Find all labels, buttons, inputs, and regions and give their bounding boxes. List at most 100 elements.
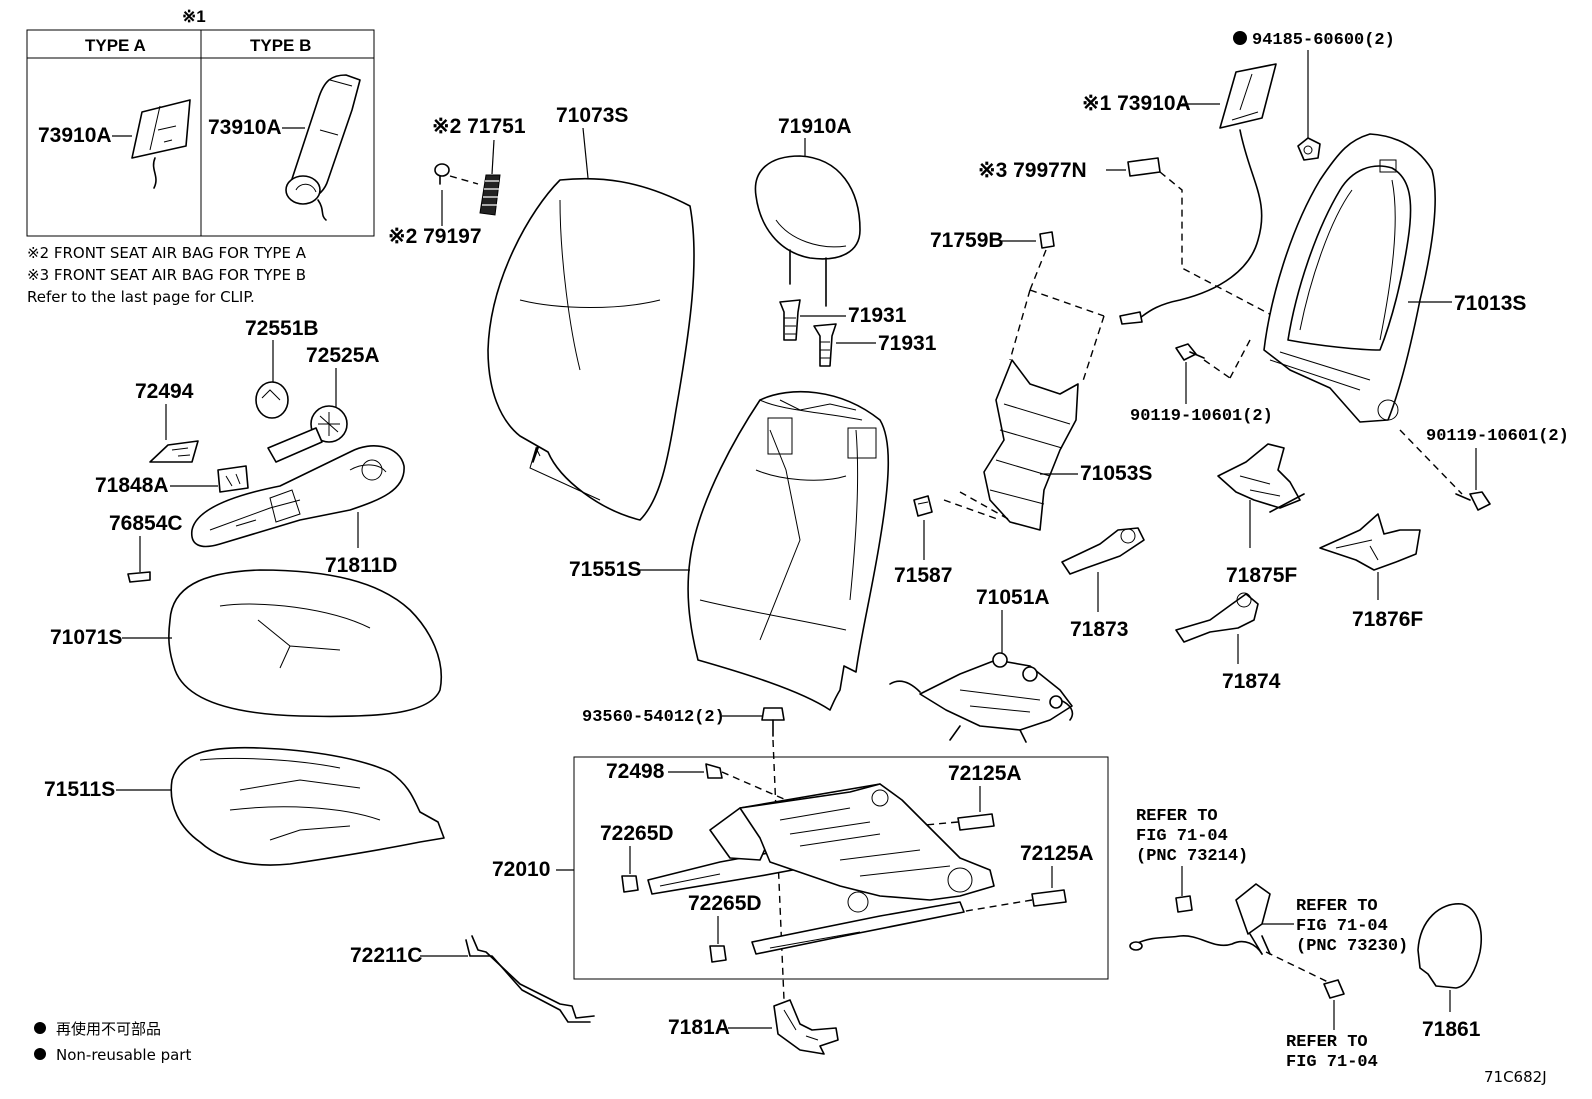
label-71861: 71861	[1422, 1018, 1481, 1041]
part-72211C-wire	[465, 935, 595, 1023]
part-72494-cover	[149, 440, 199, 463]
label-72265D-2: 72265D	[688, 892, 762, 915]
label-71053S: 71053S	[1080, 462, 1152, 485]
label-71587: 71587	[894, 564, 952, 587]
ref2-line1: REFER TO	[1296, 897, 1378, 916]
type-a-header: TYPE A	[85, 36, 146, 55]
track-group-box	[573, 756, 1109, 980]
airbag-type-b-drawing	[285, 74, 361, 221]
part-76854C-clip	[127, 571, 151, 583]
ref1-line3: (PNC 73214)	[1136, 847, 1248, 866]
type-b-part-label: 73910A	[208, 116, 282, 139]
label-76854C: 76854C	[109, 512, 183, 535]
label-71873: 71873	[1070, 618, 1128, 641]
airbag-type-a-drawing	[131, 99, 191, 189]
label-93560: 93560-54012(2)	[582, 708, 725, 727]
label-71875F: 71875F	[1226, 564, 1297, 587]
label-72265D-1: 72265D	[600, 822, 674, 845]
label-71073S: 71073S	[556, 104, 628, 127]
label-72494: 72494	[135, 380, 194, 403]
footer-bullet-jp	[34, 1022, 46, 1034]
label-71811D: 71811D	[325, 554, 397, 577]
part-72525A-knob	[267, 405, 348, 463]
part-72125A-cover-2	[1031, 889, 1067, 907]
part-71551S-seatback-cover	[687, 391, 890, 711]
part-71861-cover	[1417, 903, 1482, 989]
part-71910A-headrest	[754, 155, 861, 307]
part-71751-pad	[479, 174, 501, 216]
part-refer-bolt	[1323, 979, 1345, 999]
ref1-line1: REFER TO	[1136, 807, 1218, 826]
part-71873-bracket	[1061, 527, 1145, 575]
part-71874-bracket	[1175, 592, 1259, 643]
part-71875F-bracket	[1217, 443, 1305, 513]
refer-note-73214: REFER TO FIG 71-04 (PNC 73214)	[1136, 807, 1248, 866]
part-71876F-cover	[1319, 513, 1421, 571]
type-a-part-label: 73910A	[38, 124, 112, 147]
part-79197-clip	[434, 163, 450, 185]
footer-non-reusable-en: Non-reusable part	[56, 1046, 191, 1064]
part-72265D-clip-2	[709, 945, 727, 963]
refer-note-bolt: REFER TO FIG 71-04	[1286, 1033, 1378, 1072]
label-71931-a: 71931	[848, 304, 907, 327]
label-71876F: 71876F	[1352, 608, 1423, 631]
label-73910A: ※1 73910A	[1082, 92, 1191, 115]
footer-non-reusable-jp: 再使用不可部品	[56, 1020, 161, 1038]
label-71013S: 71013S	[1454, 292, 1526, 315]
label-72211C: 72211C	[350, 944, 422, 967]
part-71071S-cushion-pad	[168, 569, 442, 718]
label-71051A: 71051A	[976, 586, 1050, 609]
part-90119-bolt-a	[1175, 343, 1205, 361]
ref2-line3: (PNC 73230)	[1296, 937, 1408, 956]
legend-mark: ※1	[182, 7, 206, 26]
ref1-line2: FIG 71-04	[1136, 827, 1228, 846]
label-71759B: 71759B	[930, 229, 1004, 252]
type-b-header: TYPE B	[250, 36, 311, 55]
part-73214-nut	[1175, 895, 1193, 913]
part-94185-nut	[1297, 137, 1321, 161]
label-71071S: 71071S	[50, 626, 122, 649]
part-71931-guide-b	[813, 323, 837, 367]
part-71759B-clip	[1039, 231, 1055, 249]
label-7181A: 7181A	[668, 1016, 730, 1039]
part-71053S-lumbar	[943, 289, 1105, 531]
part-79977N-label	[1127, 157, 1161, 177]
ref3-line2: FIG 71-04	[1286, 1053, 1378, 1072]
part-7181A-bracket	[773, 999, 839, 1055]
part-90119-bolt-b	[1455, 491, 1491, 511]
label-72010: 72010	[492, 858, 550, 881]
ref2-line2: FIG 71-04	[1296, 917, 1388, 936]
part-72010-seat-track	[647, 783, 995, 955]
part-71051A-harness	[889, 652, 1074, 743]
note-type-a-airbag: ※2 FRONT SEAT AIR BAG FOR TYPE A	[27, 244, 307, 262]
refer-note-73230: REFER TO FIG 71-04 (PNC 73230)	[1296, 897, 1408, 956]
part-seatbelt-buckle	[1129, 883, 1271, 955]
diagram-code: 71C682J	[1484, 1068, 1547, 1086]
type-legend-box: ※1 TYPE A TYPE B 73910A 73910A	[26, 7, 375, 237]
part-73910A-airbag	[1119, 63, 1277, 325]
part-72265D-clip-1	[621, 875, 639, 893]
note-type-b-airbag: ※3 FRONT SEAT AIR BAG FOR TYPE B	[27, 266, 306, 284]
label-90119-a: 90119-10601(2)	[1130, 407, 1273, 426]
part-71587-clip	[913, 495, 933, 517]
label-72125A-1: 72125A	[948, 762, 1022, 785]
footer-bullet-en	[34, 1048, 46, 1060]
label-71551S: 71551S	[569, 558, 641, 581]
label-90119-b: 90119-10601(2)	[1426, 427, 1569, 446]
label-71511S: 71511S	[44, 778, 115, 801]
part-72125A-cover-1	[957, 813, 995, 831]
label-94185: 94185-60600(2)	[1252, 31, 1395, 50]
label-72498: 72498	[606, 760, 665, 783]
part-71811D-side-shield	[191, 445, 405, 548]
label-71751: ※2 71751	[432, 115, 526, 138]
part-71848A-clip	[217, 465, 249, 493]
label-71874: 71874	[1222, 670, 1281, 693]
label-71910A: 71910A	[778, 115, 852, 138]
label-71931-b: 71931	[878, 332, 937, 355]
part-72498-clip	[705, 763, 723, 779]
part-71073S-seatback-pad	[487, 177, 695, 521]
non-reusable-marker	[1233, 31, 1247, 45]
part-72551B-cap	[255, 381, 289, 419]
note-clip-reference: Refer to the last page for CLIP.	[27, 288, 255, 306]
